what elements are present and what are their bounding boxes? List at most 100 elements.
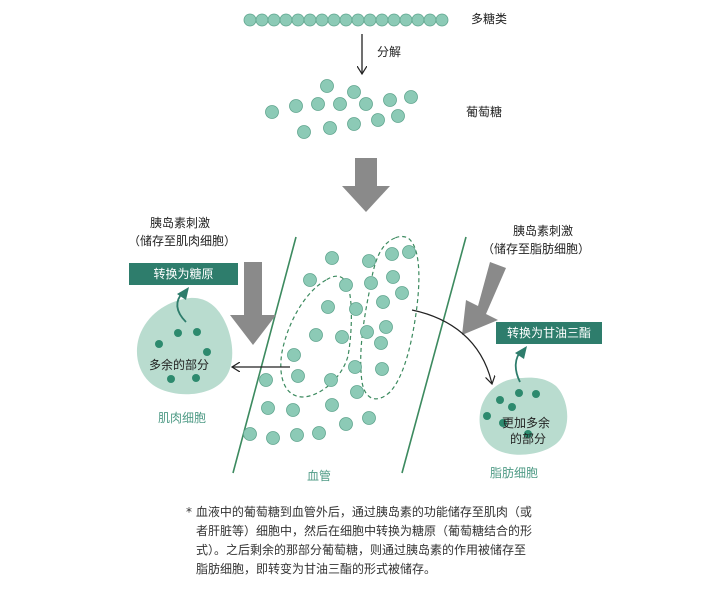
vessel-glucose-dot (379, 320, 393, 334)
triglyceride-arrowhead (515, 346, 527, 359)
excess-right-label-1: 更加多余 (502, 416, 551, 430)
glucose-dot (347, 85, 361, 99)
vessel-glucose-dot (362, 411, 376, 425)
chain-bead (243, 13, 257, 27)
vessel-glucose-dot (321, 300, 335, 314)
chain-bead (387, 13, 401, 27)
glucose-dot (404, 90, 418, 104)
glycogen-box: 转换为糖原 (129, 263, 238, 285)
triglyceride-box: 转换为甘油三酯 (496, 322, 602, 344)
glucose-dot (333, 97, 347, 111)
insulin-left-subtitle: （储存至肌肉细胞） (128, 234, 237, 248)
glucose-dot (320, 79, 334, 93)
chain-bead (435, 13, 449, 27)
chain-bead (315, 13, 329, 27)
vessel-glucose-dot (374, 336, 388, 350)
chain-bead (291, 13, 305, 27)
vessel-glucose-dot (385, 247, 399, 261)
vessel-glucose-dot (266, 431, 280, 445)
vessel-glucose-dot (259, 373, 273, 387)
muscle-cell-shape (136, 297, 233, 395)
footnote-line-2: 者肝脏等）细胞中，然后在细胞中转换为糖原（葡萄糖结合的形 (196, 524, 533, 538)
vessel-glucose-dot (324, 373, 338, 387)
decompose-label: 分解 (377, 45, 402, 59)
vessel-glucose-dot (386, 270, 400, 284)
glucose-dot (359, 97, 373, 111)
polysaccharide-label: 多糖类 (471, 12, 508, 26)
vessel-glucose-dot (348, 360, 362, 374)
chain-bead (363, 13, 377, 27)
vessel-glucose-dot (402, 245, 416, 259)
vessel-glucose-dot (325, 251, 339, 265)
vessel-glucose-dot (291, 369, 305, 383)
vessel-glucose-dot (364, 276, 378, 290)
insulin-right-title: 胰岛素刺激 (513, 224, 574, 238)
fat-cell-label: 脂肪细胞 (490, 466, 539, 480)
footnote-line-4: 脂肪细胞，即转变为甘油三酯的形式被储存。 (196, 562, 437, 576)
vessel-wall-right (401, 236, 467, 474)
glucose-dot (311, 97, 325, 111)
glycogen-arrowhead (177, 287, 189, 300)
fat-cell-dots (483, 389, 540, 438)
vessel-glucose-dot (325, 398, 339, 412)
vessel-glucose-dot (286, 403, 300, 417)
insulin-right-subtitle: （储存至脂肪细胞） (482, 242, 591, 256)
glucose-dot (347, 117, 361, 131)
chain-bead (411, 13, 425, 27)
vessel-wall-left (232, 236, 297, 474)
chain-bead (303, 13, 317, 27)
vessel-glucose-dot (335, 330, 349, 344)
vessel-glucose-dot (376, 295, 390, 309)
vessel-glucose-dot (339, 278, 353, 292)
to-fat-arrow (411, 309, 492, 384)
vessel-glucose-dot (395, 286, 409, 300)
chain-bead (375, 13, 389, 27)
vessel-glucose-dot (261, 401, 275, 415)
muscle-cell-dots (155, 328, 211, 383)
footnote-line-3: 式）。之后剩余的那部分葡萄糖，则通过胰岛素的作用被储存至 (196, 543, 527, 557)
cluster-outline-left (280, 275, 352, 398)
vessel-glucose-dot (287, 348, 301, 362)
glucose-dot (289, 99, 303, 113)
vessel-glucose-dot (290, 428, 304, 442)
footnote: * 血液中的葡萄糖到血管外后，通过胰岛素的功能储存至肌肉（或 者肝脏等）细胞中，… (186, 503, 641, 579)
chain-bead (279, 13, 293, 27)
blood-vessel-label: 血管 (307, 469, 332, 483)
glucose-dot (391, 109, 405, 123)
glucose-dot (383, 93, 397, 107)
vessel-glucose-dot (349, 302, 363, 316)
polysaccharide-chain (243, 13, 449, 27)
vessel-glucose-molecules (243, 245, 416, 445)
glucose-dot (371, 113, 385, 127)
vessel-glucose-dot (375, 362, 389, 376)
vessel-glucose-dot (312, 426, 326, 440)
vessel-glucose-dot (339, 417, 353, 431)
chain-bead (267, 13, 281, 27)
gray-arrow-right (462, 262, 506, 335)
glucose-dot (265, 105, 279, 119)
vessel-glucose-dot (360, 325, 374, 339)
chain-bead (255, 13, 269, 27)
excess-left-label: 多余的部分 (149, 358, 210, 372)
vessel-glucose-dot (309, 328, 323, 342)
insulin-left-title: 胰岛素刺激 (150, 216, 211, 230)
vessel-glucose-dot (243, 427, 257, 441)
vessel-glucose-dot (362, 254, 376, 268)
vessel-glucose-dot (350, 385, 364, 399)
footnote-line-1: * 血液中的葡萄糖到血管外后，通过胰岛素的功能储存至肌肉（或 (186, 505, 532, 519)
glucose-label: 葡萄糖 (466, 105, 503, 119)
chain-bead (399, 13, 413, 27)
glucose-dot (297, 125, 311, 139)
glucose-molecules (265, 79, 418, 139)
chain-bead (339, 13, 353, 27)
big-down-arrow (342, 158, 390, 212)
gray-arrow-left (230, 262, 276, 345)
chain-bead (351, 13, 365, 27)
excess-right-label-2: 的部分 (510, 432, 547, 446)
chain-bead (327, 13, 341, 27)
muscle-cell-label: 肌肉细胞 (158, 411, 207, 425)
glucose-dot (323, 121, 337, 135)
vessel-glucose-dot (303, 273, 317, 287)
chain-bead (423, 13, 437, 27)
